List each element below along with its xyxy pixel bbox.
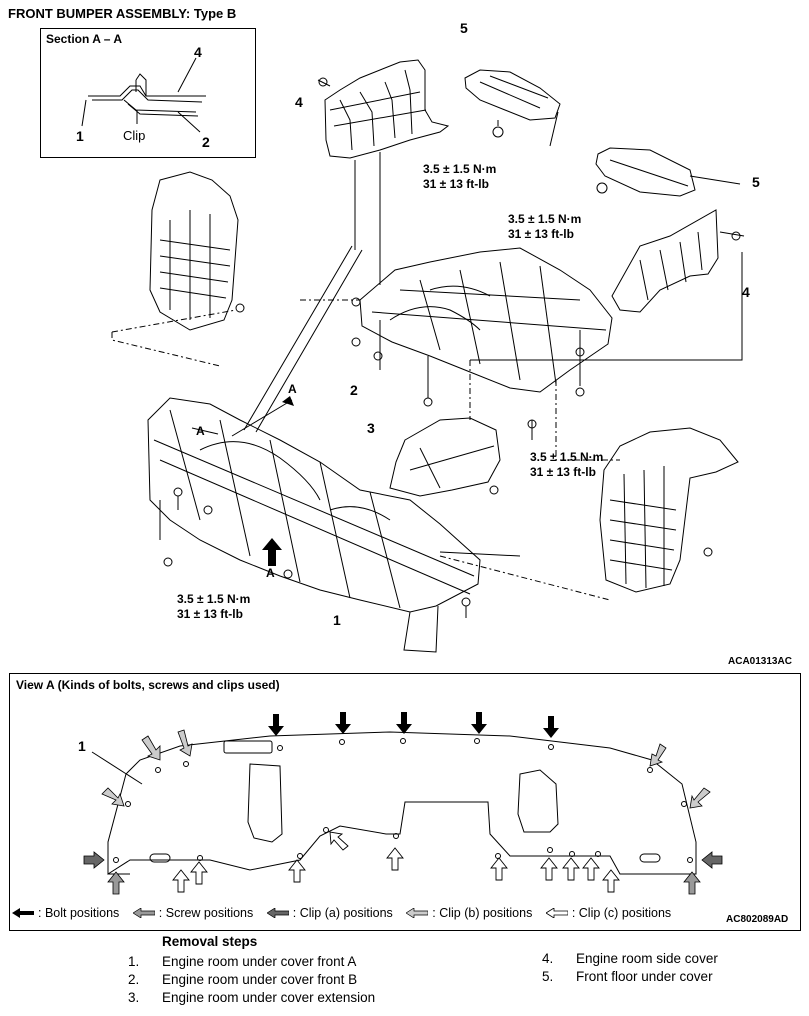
part-1-drawing [147, 397, 481, 653]
section-a-a-drawing [81, 57, 206, 133]
callout-4-right: 4 [742, 284, 750, 300]
view-a-callout-1: 1 [78, 738, 86, 754]
removal-step-5: 5.Front floor under cover [542, 969, 713, 984]
view-a-drawing [83, 712, 723, 895]
torque-ftlb: 31 ± 13 ft-lb [508, 227, 574, 241]
callout-3: 3 [367, 420, 375, 436]
striped-arrow-icon [405, 907, 429, 921]
removal-step-4: 4.Engine room side cover [542, 951, 718, 966]
section-callout-2: 2 [202, 134, 210, 150]
part-4-right-drawing [470, 209, 745, 361]
exploded-assembly-drawing [81, 57, 745, 653]
section-a-a-inset: Section A – A [40, 28, 256, 158]
torque-ftlb: 31 ± 13 ft-lb [177, 607, 243, 621]
view-a-heading: View A (Kinds of bolts, screws and clips… [16, 678, 280, 692]
removal-step-3: 3.Engine room under cover extension [128, 990, 376, 1005]
torque-nm: 3.5 ± 1.5 N·m [177, 592, 251, 606]
crosshatched-arrow-icon [266, 907, 290, 921]
callout-4-top: 4 [295, 94, 303, 110]
torque-spec-3: 3.5 ± 1.5 N·m 31 ± 13 ft-lb [530, 450, 603, 480]
torque-ftlb: 31 ± 13 ft-lb [530, 465, 596, 479]
part-3-drawing [389, 417, 537, 497]
torque-nm: 3.5 ± 1.5 N·m [423, 162, 497, 176]
part-5-top-drawing [464, 69, 561, 147]
arrow-a-label-mid: A [196, 424, 205, 438]
removal-step-2: 2.Engine room under cover front B [128, 972, 358, 987]
arrow-a-label-upper: A [288, 382, 297, 396]
torque-ftlb: 31 ± 13 ft-lb [423, 177, 489, 191]
callout-5-top: 5 [460, 20, 468, 36]
solid-black-arrow-icon [12, 907, 34, 921]
legend-bolt: : Bolt positions [12, 906, 123, 920]
section-callout-1: 1 [76, 128, 84, 144]
section-callout-4: 4 [194, 44, 202, 60]
section-heading: Section A – A [46, 32, 123, 46]
diagram-title: FRONT BUMPER ASSEMBLY: Type B [8, 6, 237, 21]
part-2-drawing [351, 247, 613, 407]
figure-code-view-a: AC802089AD [726, 914, 789, 925]
right-side-shield-drawing [439, 427, 739, 601]
torque-spec-2: 3.5 ± 1.5 N·m 31 ± 13 ft-lb [508, 212, 581, 242]
view-a-arrows [262, 396, 294, 566]
outline-arrow-icon [545, 906, 569, 921]
legend-clip-a: : Clip (a) positions [266, 906, 397, 921]
view-a-panel: View A (Kinds of bolts, screws and clips… [9, 673, 801, 931]
clip-label: Clip [123, 128, 146, 143]
legend-clip-b: : Clip (b) positions [405, 906, 536, 921]
torque-nm: 3.5 ± 1.5 N·m [508, 212, 582, 226]
figure-code-top: ACA01313AC [728, 656, 792, 667]
grey-arrow-icon [132, 907, 156, 921]
removal-step-1: 1.Engine room under cover front A [128, 954, 357, 969]
part-5-right-drawing [595, 147, 741, 197]
part-4-top-drawing [317, 59, 450, 285]
legend-screw: : Screw positions [132, 906, 257, 921]
left-side-shield-drawing [111, 171, 245, 367]
legend-clip-c: : Clip (c) positions [545, 906, 671, 921]
callout-5-right: 5 [752, 174, 760, 190]
callout-2: 2 [350, 382, 358, 398]
arrow-a-label-lower: A [266, 566, 275, 580]
torque-spec-4: 3.5 ± 1.5 N·m 31 ± 13 ft-lb [177, 592, 250, 622]
callout-1: 1 [333, 612, 341, 628]
removal-steps-heading: Removal steps [162, 934, 258, 949]
torque-spec-1: 3.5 ± 1.5 N·m 31 ± 13 ft-lb [423, 162, 496, 192]
legend: : Bolt positions : Screw positions : Cli… [12, 906, 681, 921]
torque-nm: 3.5 ± 1.5 N·m [530, 450, 604, 464]
